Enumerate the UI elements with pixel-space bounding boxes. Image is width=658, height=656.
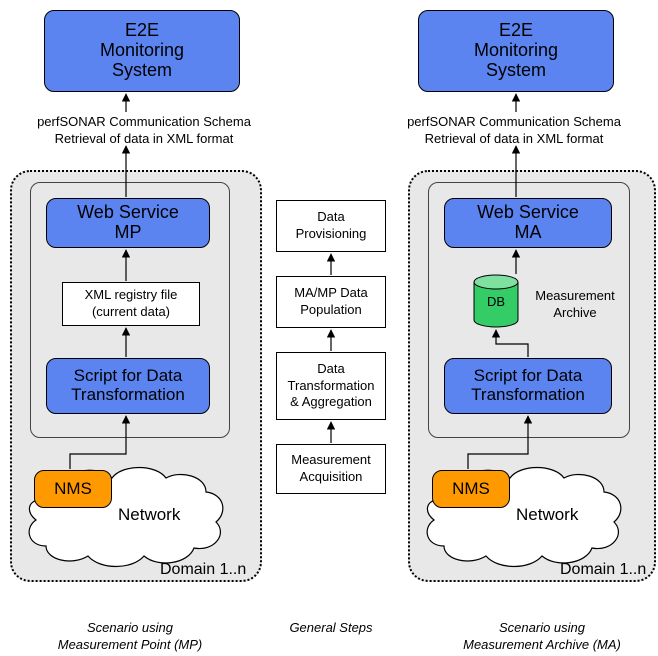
right-e2e-monitoring-system: E2E Monitoring System [418, 10, 614, 92]
left-domain-label: Domain 1..n [160, 561, 247, 578]
left-web-service-mp: Web Service MP [46, 198, 210, 248]
measurement-archive-label: Measurement Archive [535, 288, 615, 320]
left-xml-registry-file: XML registry file (current data) [62, 282, 200, 326]
right-network-label: Network [516, 505, 579, 524]
left-e2e-monitoring-system: E2E Monitoring System [44, 10, 240, 92]
step-data-provisioning: Data Provisioning [276, 200, 386, 252]
db-label: DB [486, 294, 506, 309]
left-nms-box: NMS [34, 470, 112, 508]
right-arrow-nms-to-script [467, 415, 533, 469]
right-domain-label: Domain 1..n [560, 561, 647, 578]
right-web-service-ma: Web Service MA [444, 198, 612, 248]
right-communication-schema-label: perfSONAR Communication Schema Retrieval… [407, 114, 621, 146]
left-network-label: Network [118, 505, 181, 524]
left-arrow-nms-to-script [69, 415, 131, 469]
right-nms-box: NMS [432, 470, 510, 508]
step-data-transformation-aggregation: Data Transformation & Aggregation [276, 352, 386, 420]
left-script-data-transformation: Script for Data Transformation [46, 358, 210, 414]
left-scenario-caption: Scenario using Measurement Point (MP) [57, 620, 203, 652]
right-scenario-caption: Scenario using Measurement Archive (MA) [463, 620, 621, 652]
right-script-data-transformation: Script for Data Transformation [444, 358, 612, 414]
step-ma-mp-data-population: MA/MP Data Population [276, 276, 386, 328]
step-measurement-acquisition: Measurement Acquisition [276, 444, 386, 494]
right-arrow-script-to-db [491, 329, 529, 357]
left-communication-schema-label: perfSONAR Communication Schema Retrieval… [37, 114, 251, 146]
middle-general-steps-caption: General Steps [289, 620, 373, 635]
